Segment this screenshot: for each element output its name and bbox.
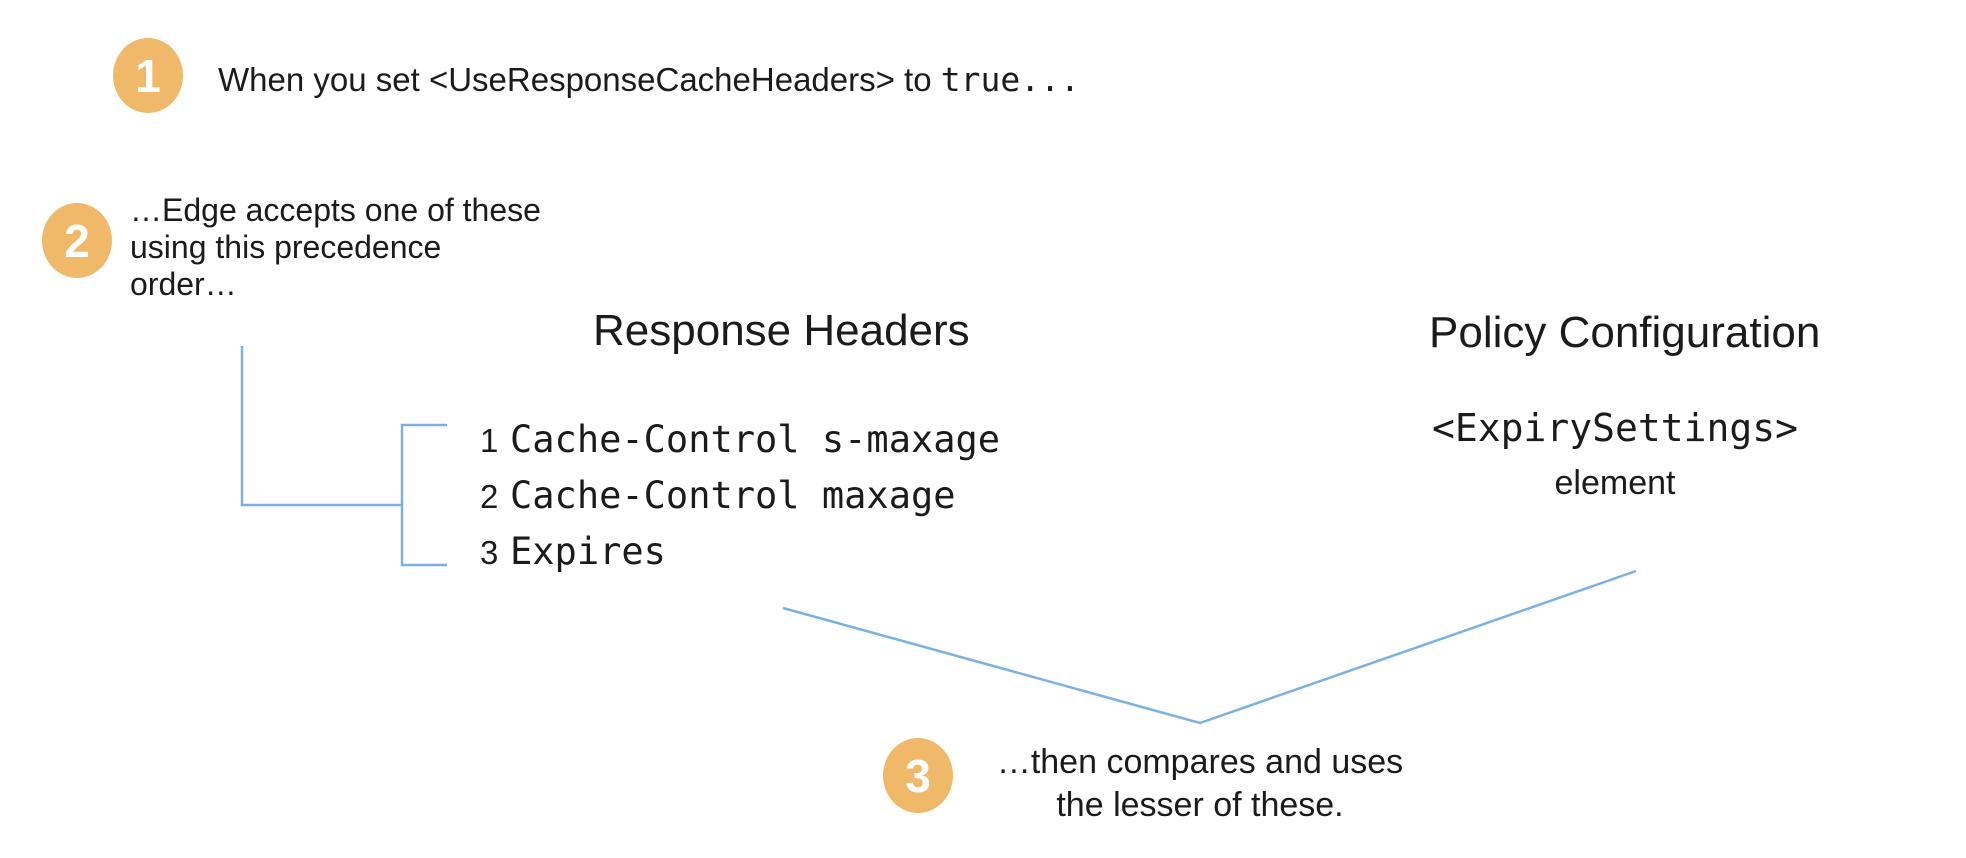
list-bracket-line [400,423,447,567]
step-1-text-code: true... [940,60,1080,99]
response-header-item-3-rank: 3 [480,534,499,571]
response-header-item-2-code: Cache-Control maxage [510,474,956,517]
policy-configuration-block: <ExpirySettings> element [1400,406,1830,503]
step-1-text-prefix: When you set <UseResponseCacheHeaders> t… [218,61,941,98]
step-2-line-2: using this precedence [130,229,442,265]
response-header-item-1: 1 Cache-Control s-maxage [480,418,1000,461]
step-1-badge: 1 [113,38,183,113]
step-3-text: …then compares and uses the lesser of th… [950,741,1450,827]
step-3-badge: 3 [883,738,953,813]
step-2-number: 2 [64,214,90,267]
response-headers-title: Response Headers [593,306,970,355]
response-header-item-2: 2 Cache-Control maxage [480,474,956,517]
expiry-settings-code: <ExpirySettings> [1431,406,1799,450]
expiry-settings-element-label: element [1554,464,1676,502]
step-2-badge: 2 [42,203,112,278]
step-3-line-1: …then compares and uses [996,743,1404,781]
compare-v-line [782,569,1637,725]
response-header-item-2-rank: 2 [480,478,499,515]
connector-order-to-list-line [240,346,401,507]
step-3-number: 3 [905,749,931,802]
response-header-item-3-code: Expires [510,530,666,573]
step-1-number: 1 [135,49,161,102]
step-2-line-1: …Edge accepts one of these [130,192,541,228]
step-2-line-3: order… [130,266,237,302]
step-1-text: When you set <UseResponseCacheHeaders> t… [218,60,1080,99]
policy-configuration-title: Policy Configuration [1429,308,1821,357]
step-2-text: …Edge accepts one of these using this pr… [130,192,541,303]
response-header-item-3: 3 Expires [480,530,666,573]
response-header-item-1-rank: 1 [480,422,499,459]
response-header-item-1-code: Cache-Control s-maxage [510,418,1001,461]
step-3-line-2: the lesser of these. [1056,786,1344,824]
